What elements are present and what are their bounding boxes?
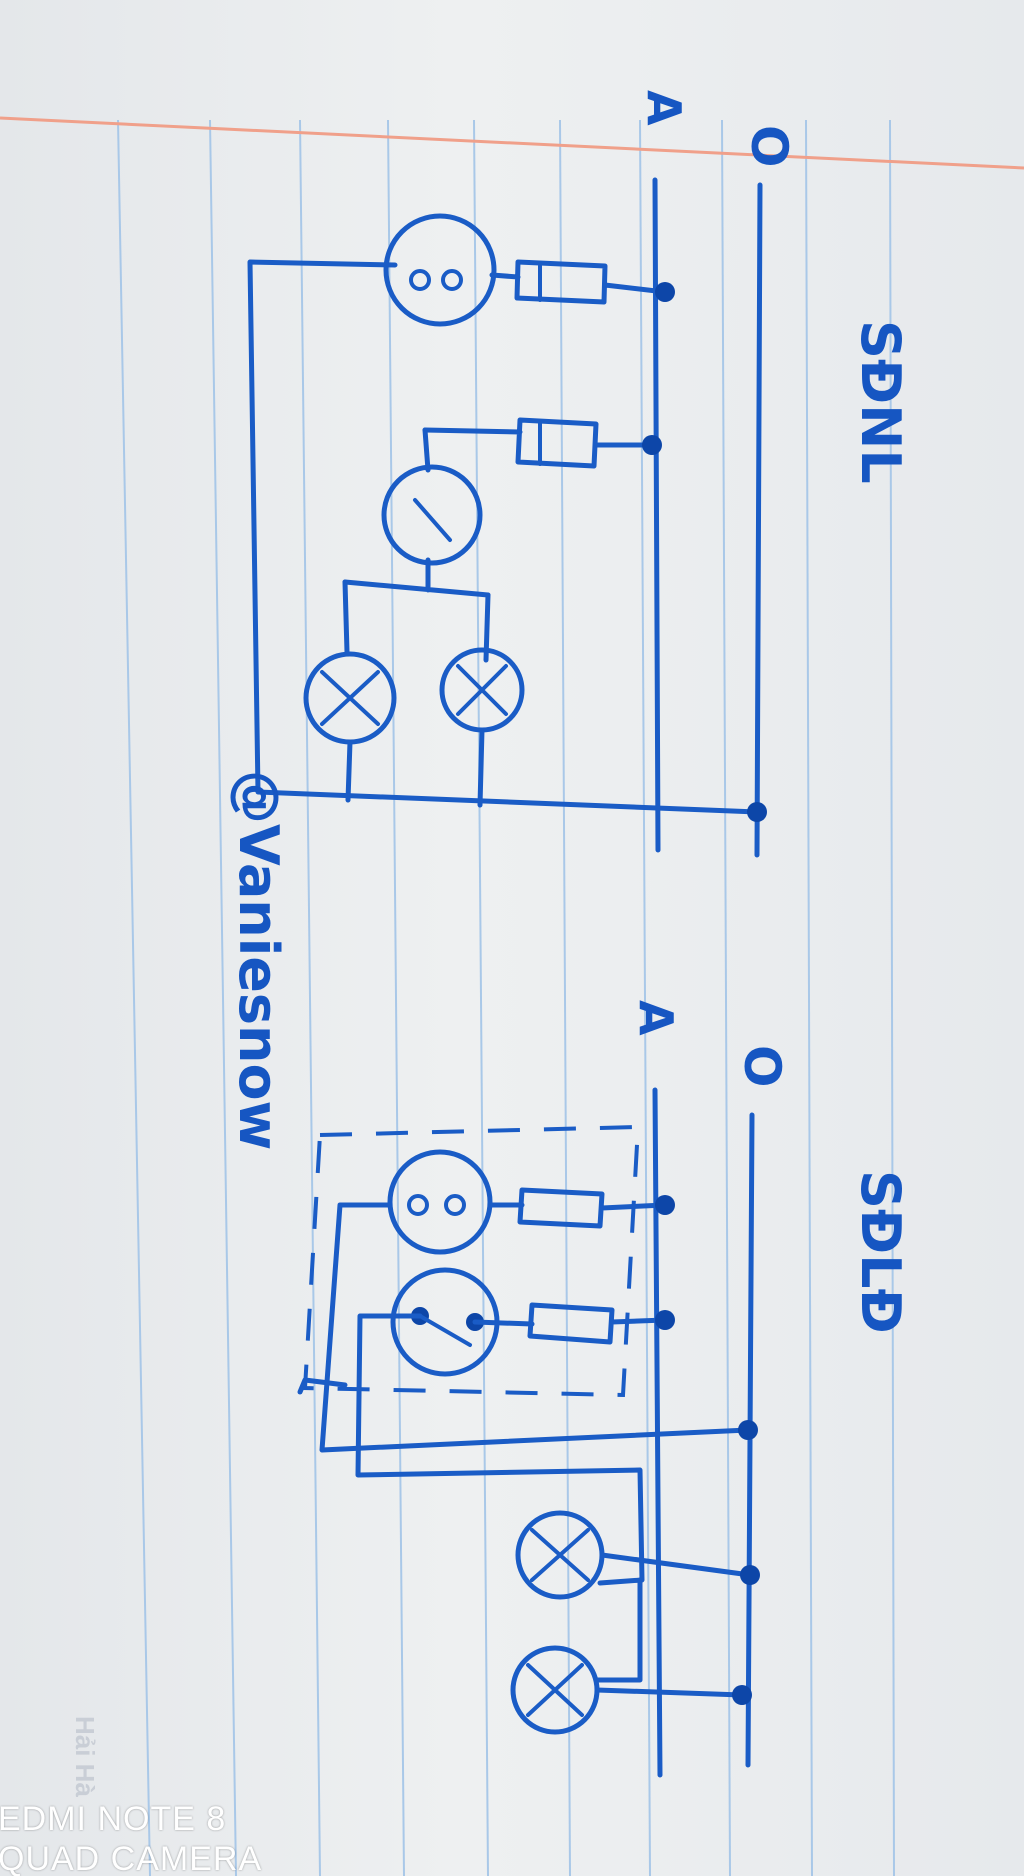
switchboard-outline [302,1124,641,1398]
junction-dot [655,282,675,302]
diagram-1-line-top-label: O [740,125,798,168]
diagram-1-title: SĐNL [849,320,912,484]
socket-icon [387,1149,493,1255]
paper-brand: Hải Hà [70,1716,100,1797]
diagram-1-line-bottom-label: A [637,90,691,126]
return-wire-1 [247,259,760,815]
margin-line [0,116,1024,170]
diagram-2-line-bottom-label: A [629,1000,683,1036]
signature: @Vaniesnow [227,770,290,1150]
ruled-lines [117,119,895,1876]
line-a-1 [652,177,661,853]
camera-watermark-line2: QUAD CAMERA [0,1840,263,1876]
line-o-1 [754,182,763,858]
diagram-2-title: SĐLĐ [849,1170,912,1334]
fuse-1 [489,259,668,305]
diagram-2-line-top-label: O [733,1045,791,1088]
switch-icon [381,464,483,566]
line-o-2 [745,1112,755,1768]
socket-icon [383,213,497,327]
switch-1 [422,427,431,473]
diagram-2 [297,1087,760,1778]
diagram-1 [247,177,767,858]
camera-watermark-line1: EDMI NOTE 8 [0,1800,227,1838]
